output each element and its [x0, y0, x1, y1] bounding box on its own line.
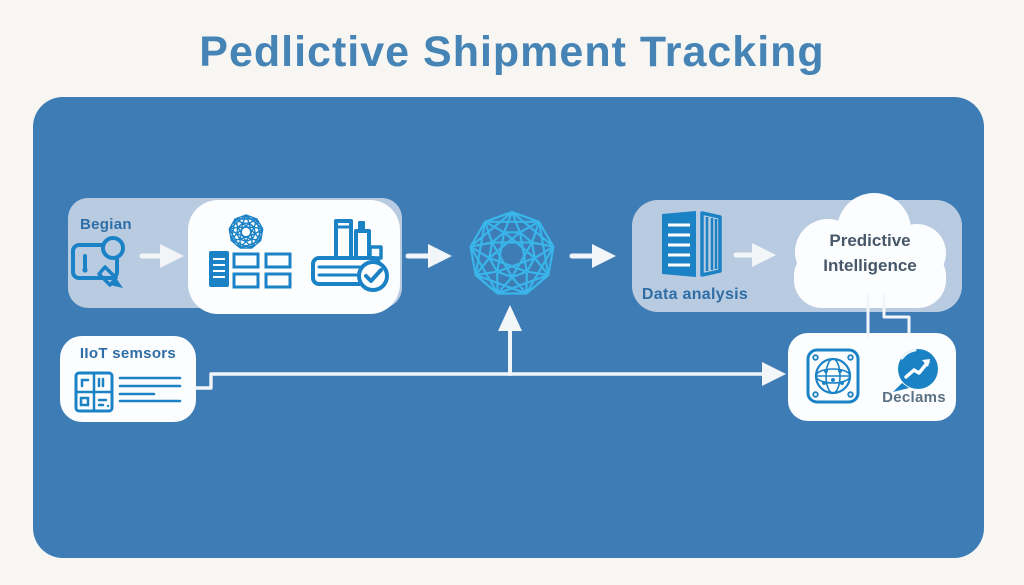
- data-analysis-label: Data analysis: [641, 286, 749, 303]
- network-mesh-icon: [228, 214, 264, 249]
- qr-code-icon: [74, 371, 114, 413]
- globe-panel-icon: [806, 348, 860, 404]
- network-hub-icon: [469, 210, 555, 295]
- text-lines-icon: [118, 376, 182, 403]
- cloud-label-line2: Intelligence: [823, 256, 917, 275]
- begin-label: Begian: [80, 216, 132, 233]
- cloud-label-line1: Predictive: [829, 231, 911, 250]
- outcome-label: Declams: [882, 389, 946, 406]
- cloud-label: Predictive Intelligence: [784, 228, 956, 278]
- trend-bubble-icon: [893, 348, 938, 392]
- document-list-icon: [209, 251, 229, 287]
- diagram-panel: [33, 97, 984, 558]
- server-icon: [662, 211, 722, 277]
- machine-check-icon: [311, 219, 389, 292]
- grid-cards-icon: [232, 252, 292, 289]
- iot-sensors-label: IIoT semsors: [79, 345, 177, 362]
- map-search-pen-icon: [71, 236, 125, 288]
- page-title: Pedlictive Shipment Tracking: [199, 28, 825, 76]
